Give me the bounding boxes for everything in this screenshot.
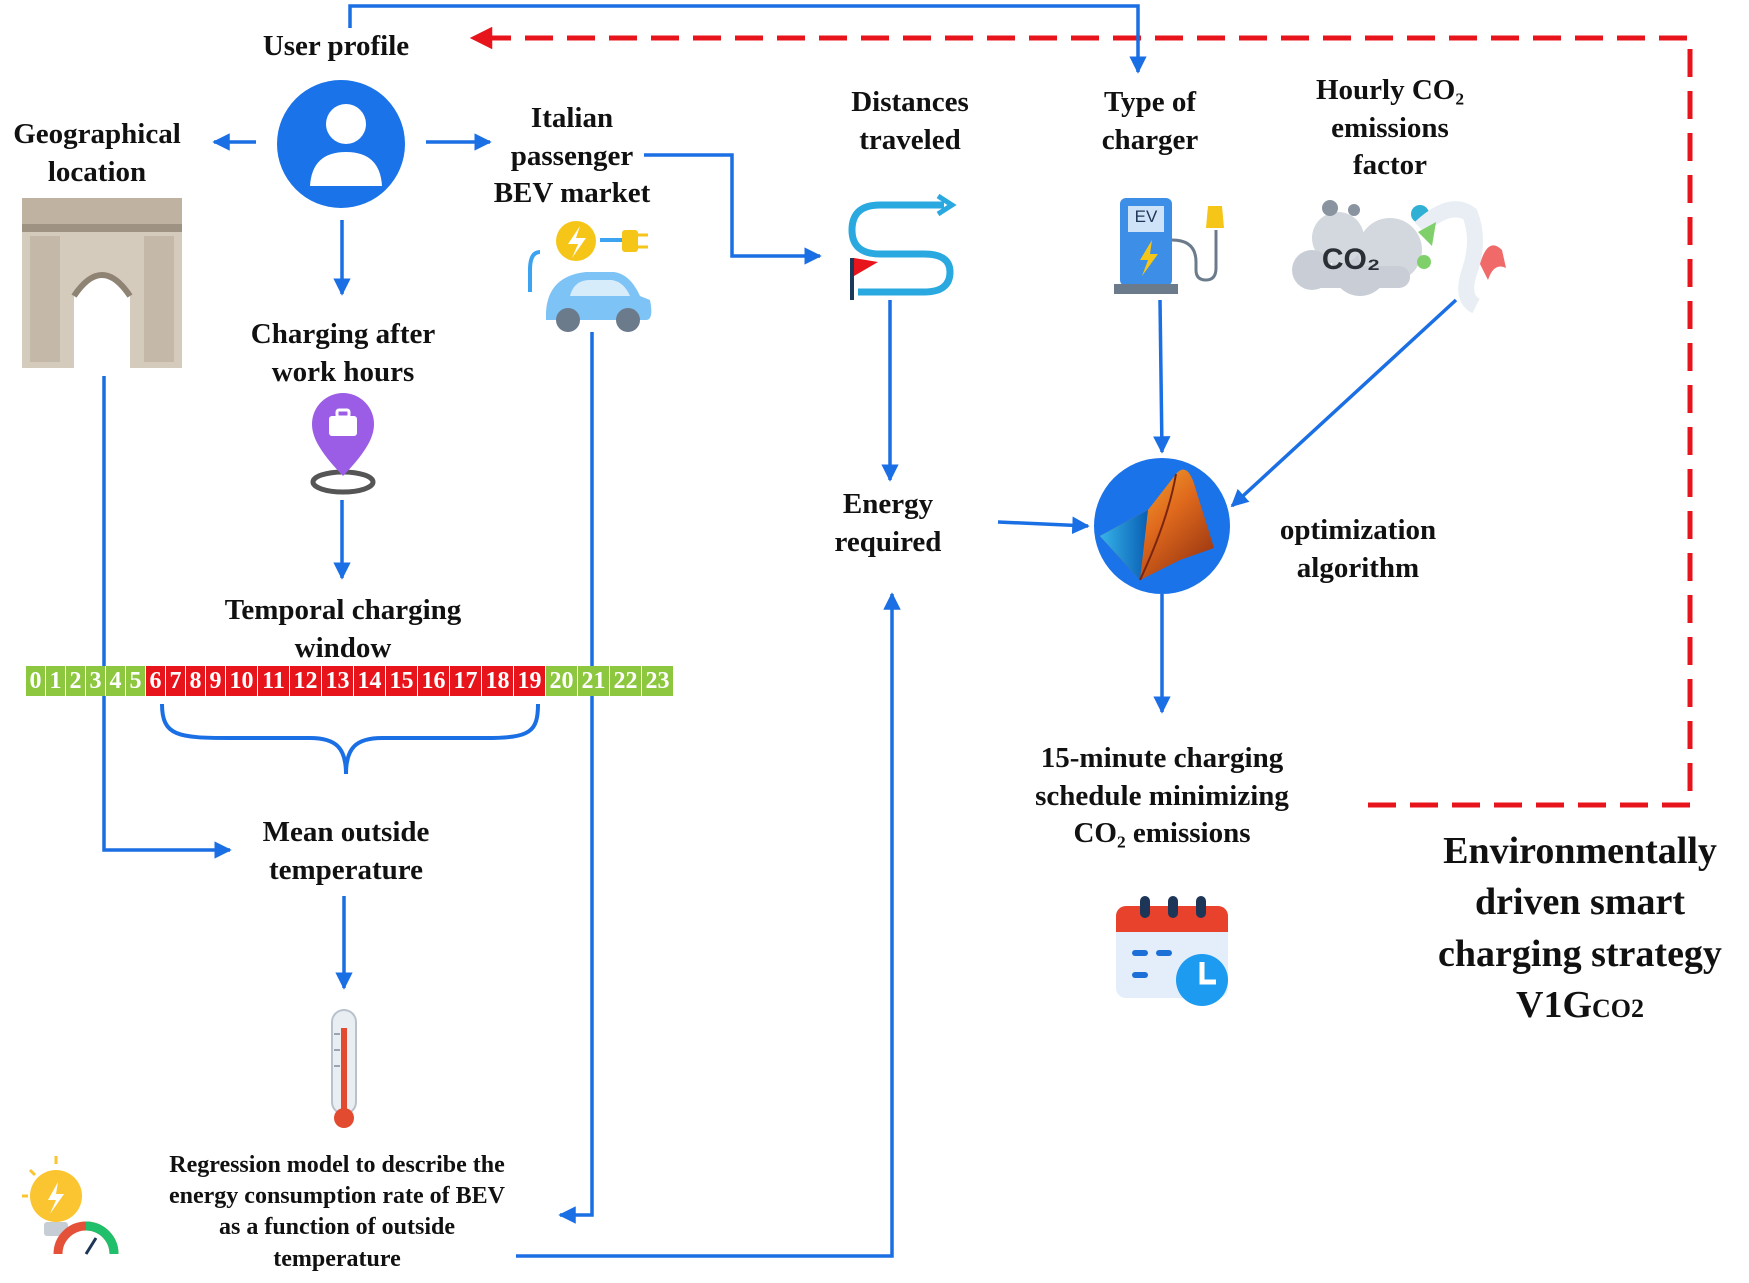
hour-cell: 20 bbox=[546, 666, 578, 696]
matlab-surface-icon bbox=[1094, 458, 1230, 594]
arch-icon bbox=[22, 198, 182, 370]
thermometer-icon bbox=[331, 1009, 357, 1128]
hour-cell: 22 bbox=[610, 666, 642, 696]
hour-cell: 18 bbox=[482, 666, 514, 696]
hour-cell: 1 bbox=[46, 666, 66, 696]
arrow-co2-to-optimization bbox=[1230, 298, 1458, 508]
hour-cell: 13 bbox=[322, 666, 354, 696]
hour-cell: 9 bbox=[206, 666, 226, 696]
strategy-name: V1GCO2 bbox=[1516, 983, 1644, 1026]
label-optimization-algorithm: optimization algorithm bbox=[1279, 514, 1437, 584]
hour-cell: 15 bbox=[386, 666, 418, 696]
bulb-gauge-icon bbox=[22, 1156, 119, 1255]
hour-cell: 21 bbox=[578, 666, 610, 696]
arrow-energy-to-optimization bbox=[997, 516, 1090, 535]
charging-window-brace bbox=[160, 703, 540, 775]
hour-cell: 14 bbox=[354, 666, 386, 696]
hour-cell: 10 bbox=[226, 666, 258, 696]
label-regression-model: Regression model to describe the energy … bbox=[169, 1152, 505, 1272]
label-mean-temperature: Mean outside temperature bbox=[262, 816, 430, 886]
hour-cell: 2 bbox=[66, 666, 86, 696]
label-type-of-charger: Type of charger bbox=[1101, 86, 1199, 156]
label-temporal-window: Temporal charging window bbox=[224, 594, 462, 664]
label-co2-emissions-factor: Hourly CO₂ emissions factor bbox=[1315, 74, 1465, 182]
arrow-market-to-distances bbox=[644, 153, 822, 265]
ev-charger-screen-text: EV bbox=[1134, 207, 1158, 226]
route-icon bbox=[848, 193, 957, 300]
label-user-profile: User profile bbox=[262, 30, 410, 62]
ev-charger-icon bbox=[1114, 198, 1224, 294]
label-italian-market: Italian passenger BEV market bbox=[493, 102, 651, 210]
arrow-profile-to-charger bbox=[348, 4, 1147, 74]
hour-cell: 11 bbox=[258, 666, 290, 696]
flow-arrows bbox=[102, 4, 1458, 1258]
hour-cell: 17 bbox=[450, 666, 482, 696]
hour-cell: 0 bbox=[26, 666, 46, 696]
user-icon bbox=[277, 80, 405, 208]
label-charging-after-work: Charging after work hours bbox=[250, 318, 436, 388]
hour-cell: 19 bbox=[514, 666, 546, 696]
label-energy-required: Energy required bbox=[834, 488, 942, 558]
label-charging-schedule: 15-minute charging schedule minimizing C… bbox=[1035, 742, 1289, 850]
label-geographical-location: Geographical location bbox=[13, 118, 181, 188]
arrow-location-to-temperature bbox=[102, 376, 232, 859]
hour-cell: 4 bbox=[106, 666, 126, 696]
hour-cell: 23 bbox=[642, 666, 674, 696]
hour-cell: 16 bbox=[418, 666, 450, 696]
briefcase-pin-icon bbox=[310, 393, 376, 495]
hour-cell: 8 bbox=[186, 666, 206, 696]
arrow-regression-to-energy bbox=[516, 592, 901, 1258]
arrow-market-to-regression bbox=[558, 332, 594, 1224]
label-smart-charging-strategy: Environmentally driven smart charging st… bbox=[1412, 826, 1748, 1031]
hour-cell: 6 bbox=[146, 666, 166, 696]
hour-cell: 3 bbox=[86, 666, 106, 696]
co2-cloud-text: CO₂ bbox=[1321, 243, 1381, 276]
hour-cell: 12 bbox=[290, 666, 322, 696]
arrow-charger-to-optimization bbox=[1153, 299, 1171, 454]
ev-car-icon bbox=[528, 221, 652, 332]
label-distances-traveled: Distances traveled bbox=[851, 86, 969, 156]
calendar-clock-icon bbox=[1116, 896, 1228, 1006]
hour-cell: 7 bbox=[166, 666, 186, 696]
hour-cell: 5 bbox=[126, 666, 146, 696]
feedback-loop-arrow bbox=[469, 26, 1693, 808]
co2-cloud-icon bbox=[1292, 200, 1506, 314]
